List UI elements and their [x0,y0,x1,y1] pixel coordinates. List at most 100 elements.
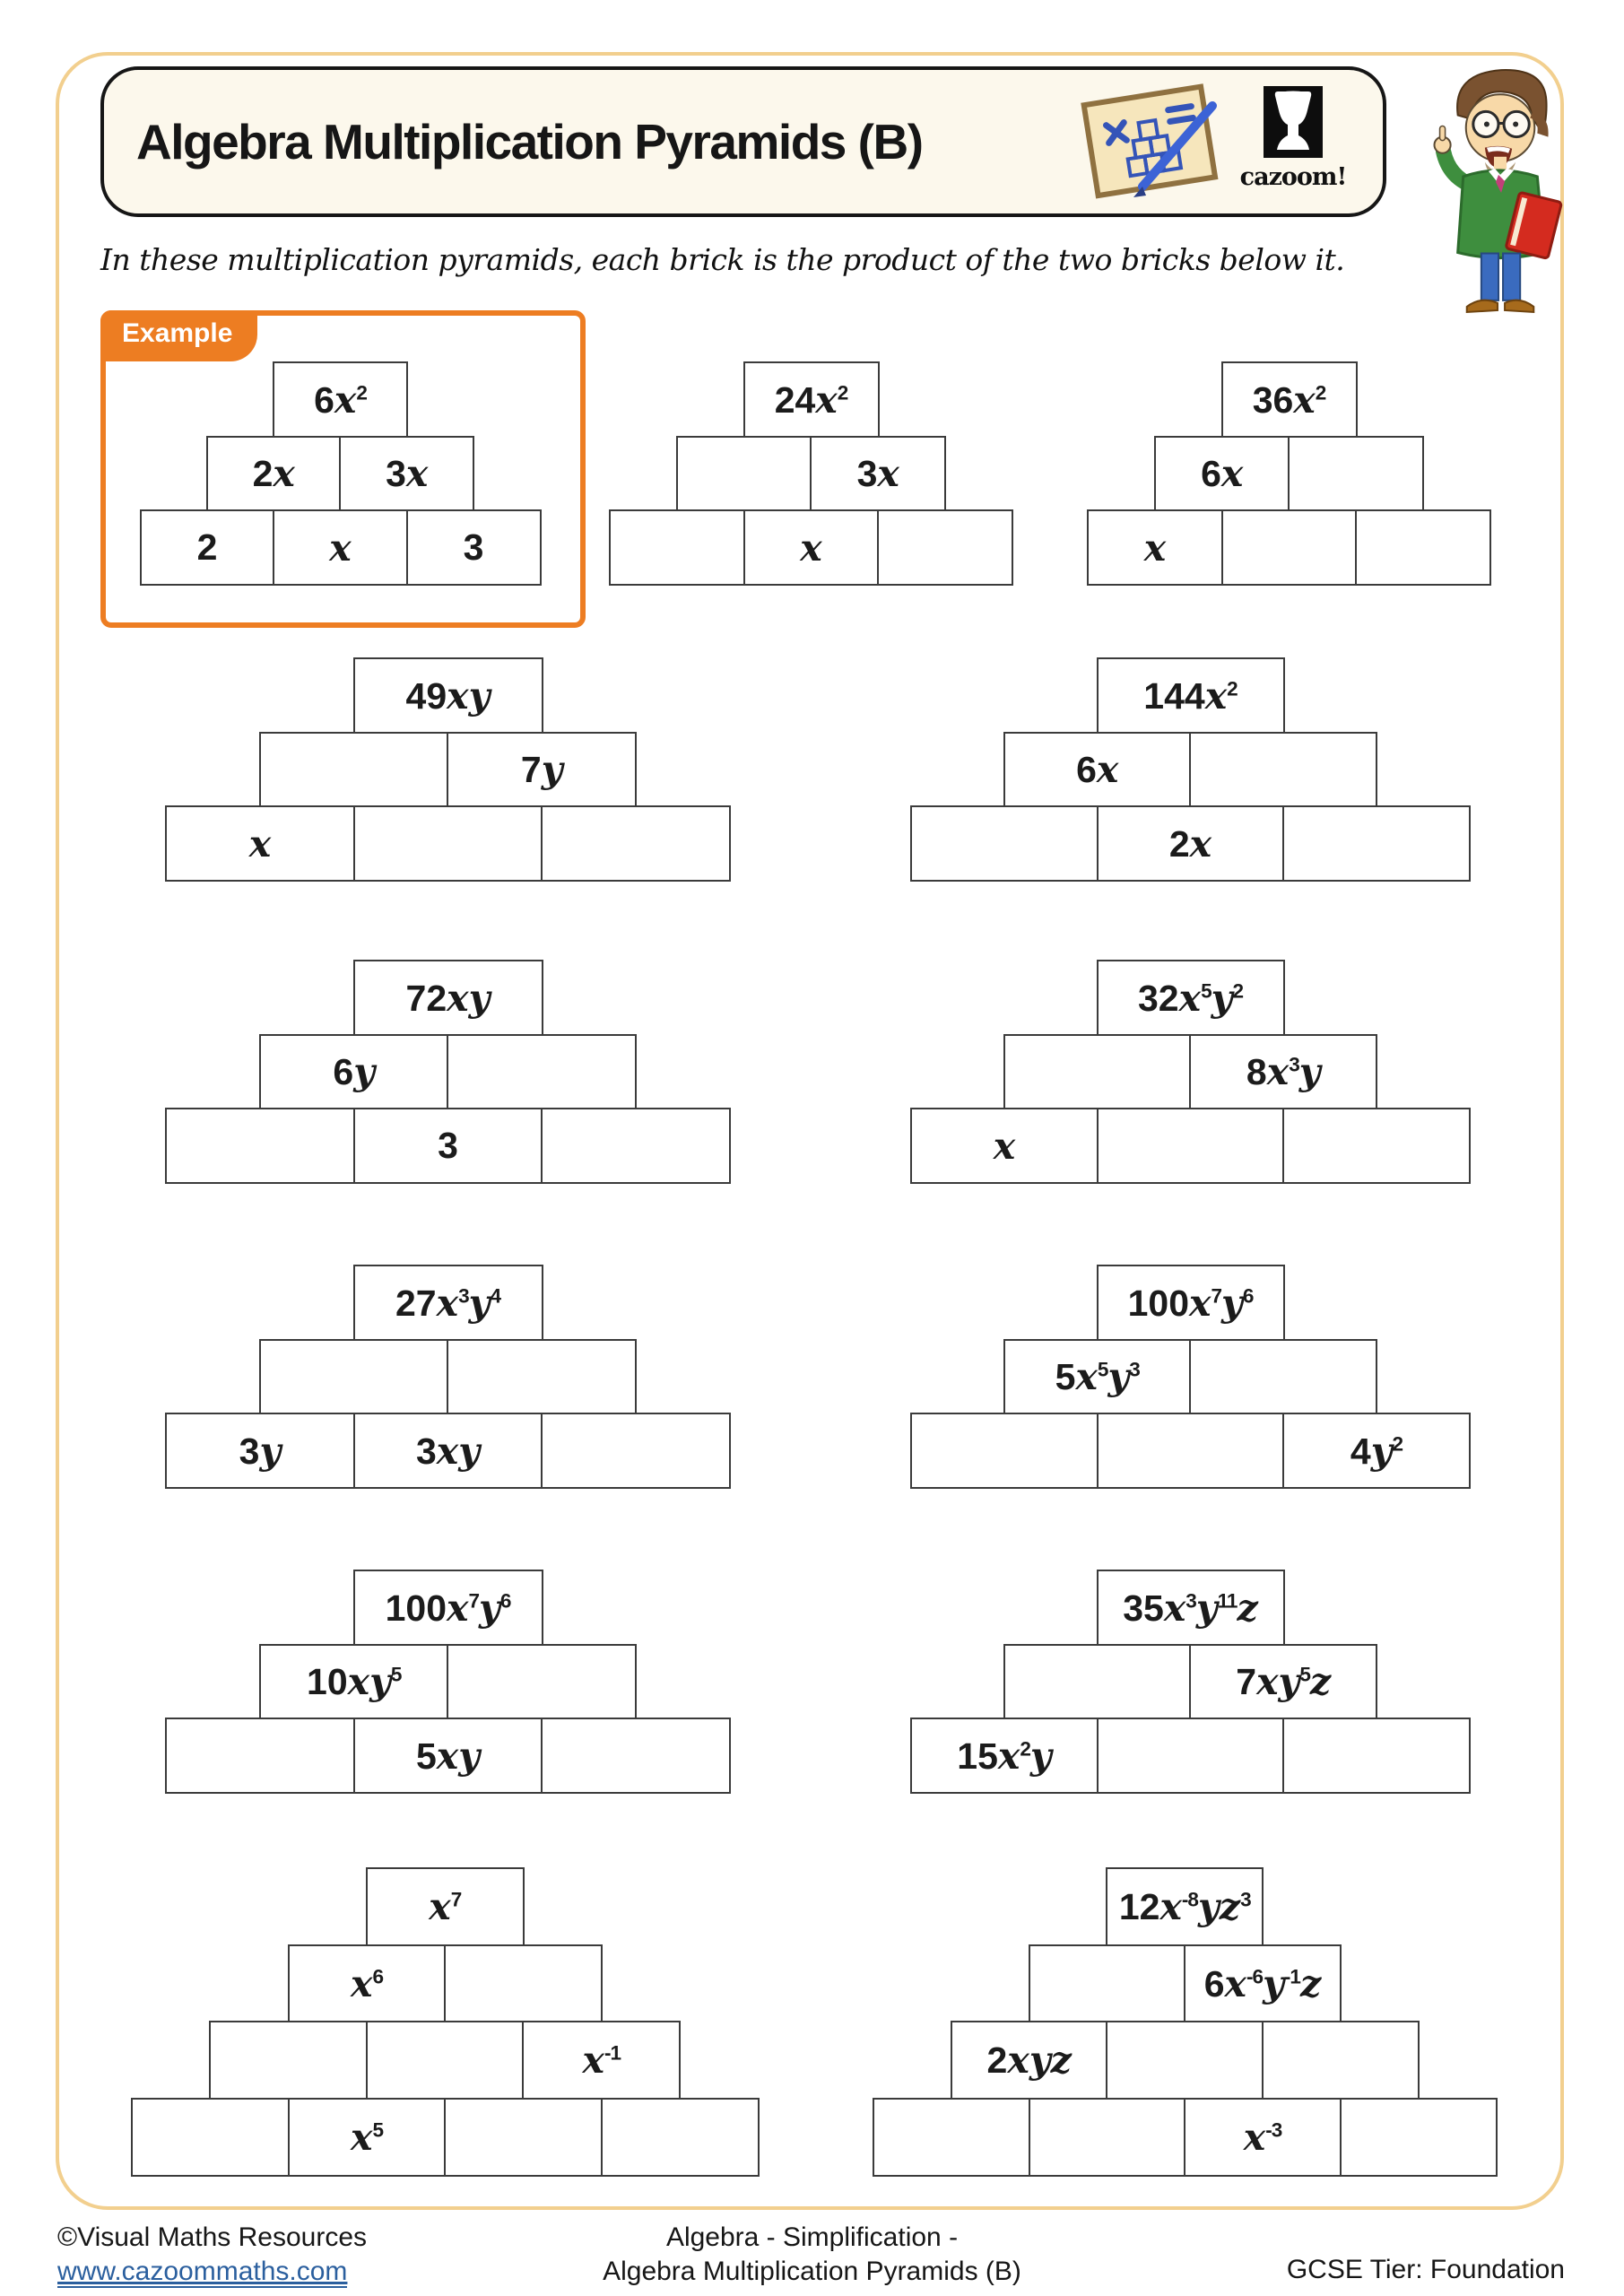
brick-value: 35x3y11z [1123,1586,1258,1630]
brick-value: 6x-6y-1z [1203,1961,1322,2005]
pyramid-q10-brick-r2c1 [1003,1643,1192,1720]
pyramid-q2-brick-r3c2 [1220,509,1358,586]
teacher-cartoon [1433,69,1563,314]
example-tab: Example [100,310,258,361]
pyramid-q5: 72xy 6y 3 [165,960,731,1184]
pyramid-q4-brick-r3c3 [1282,805,1471,882]
pyramid-row: 49xy [352,657,543,734]
pyramid-q11-brick-r1c1: x7 [365,1867,525,1946]
logo-wordmark: cazoom! [1239,163,1348,191]
pyramid-q8-brick-r3c2 [1096,1413,1285,1489]
pyramid-q1-brick-r1c1: 24x2 [743,361,880,438]
brick-value: x [800,526,822,570]
pyramid-q7-brick-r2c1 [258,1338,449,1415]
pyramid-q7-brick-r1c1: 27x3y4 [352,1265,543,1341]
pyramid-q9-brick-r2c2 [447,1643,638,1720]
brick-value: 6x [1076,748,1119,791]
footer-website-link[interactable]: www.cazoommaths.com [57,2257,348,2288]
pyramid-q12-brick-r2c1 [1028,1944,1186,2023]
brick-value: 3xy [415,1429,481,1473]
pyramid-row: 12x-8yz3 [1106,1867,1264,1946]
pyramid-example-brick-r3c3: 3 [405,509,542,586]
brick-value: x [329,526,352,570]
brick-value: 100x7y6 [1127,1281,1255,1325]
pyramid-row: x5 [131,2097,760,2177]
brick-value: 4y2 [1350,1429,1403,1473]
brick-value: 3 [438,1125,458,1166]
pyramid-q9-brick-r3c3 [541,1718,731,1794]
pyramid-q10-brick-r3c1: 15x2y [910,1718,1099,1794]
brick-value: 6x [1201,452,1244,495]
brick-value: x [248,822,272,865]
pyramid-q12-brick-r3c1: 2xyz [950,2021,1108,2100]
page-border [56,52,1564,2210]
pyramid-q3-brick-r3c1: x [165,805,355,882]
brick-value: 3 [463,526,484,568]
pyramid-q1-brick-r3c1 [609,509,745,586]
pyramid-row: 5x5y3 [1003,1338,1378,1415]
brick-value: 2 [196,526,218,568]
pyramid-q8-brick-r3c1 [910,1413,1099,1489]
math-note-icon [1081,83,1219,199]
brick-value: 7xy5z [1236,1660,1332,1703]
pyramid-q9-brick-r1c1: 100x7y6 [352,1570,543,1646]
pyramid-example-brick-r2c2: 3x [339,435,475,512]
brick-value: 7y [520,748,563,791]
instruction-text: In these multiplication pyramids, each b… [100,242,1345,277]
pyramid-q3-brick-r2c2: 7y [447,731,638,808]
pyramid-q3: 49xy 7y x [165,657,731,882]
brick-value: x-1 [582,2039,621,2082]
pyramid-row: 6y [258,1033,638,1110]
cazoom-vase-icon [1264,86,1323,158]
pyramid-q6-brick-r3c2 [1096,1108,1285,1184]
footer-topic-line2: Algebra Multiplication Pyramids (B) [603,2257,1021,2286]
pyramid-row: 24x2 [743,361,880,438]
pyramid-q10-brick-r3c2 [1096,1718,1285,1794]
pyramid-q11-brick-r4c1 [131,2097,290,2177]
footer-topic-line1: Algebra - Simplification - [665,2222,959,2252]
pyramid-q5-brick-r2c2 [447,1033,638,1110]
pyramid-row: 3 [165,1108,731,1184]
pyramid-row: 4y2 [910,1413,1471,1489]
pyramid-example-brick-r2c1: 2x [205,435,342,512]
brick-value: 32x5y2 [1138,976,1244,1020]
brick-value: 6y [333,1050,376,1093]
pyramid-q11-brick-r4c3 [444,2097,603,2177]
pyramid-q6-brick-r2c2: 8x3y [1189,1033,1378,1110]
brick-value: 10xy5 [307,1660,402,1703]
brick-value: 5x5y3 [1055,1355,1141,1398]
pyramid-q4-brick-r2c2 [1189,731,1378,808]
pyramid-row [258,1338,638,1415]
brick-value: 2xyz [986,2039,1072,2082]
cazoom-logo: cazoom! [1234,86,1352,191]
footer-topic: Algebra - Simplification - Algebra Multi… [0,2221,1624,2289]
pyramid-q11-brick-r4c2: x5 [287,2097,447,2177]
pyramid-q12-brick-r4c2 [1028,2097,1186,2177]
pyramid-q3-brick-r2c1 [258,731,449,808]
pyramid-row: 5xy [165,1718,731,1794]
pyramid-q10-brick-r2c2: 7xy5z [1189,1643,1378,1720]
pyramid-q4-brick-r3c2: 2x [1096,805,1285,882]
pyramid-q7-brick-r2c2 [447,1338,638,1415]
brick-value: x-3 [1243,2115,1283,2159]
pyramid-row: 32x5y2 [1096,960,1285,1036]
pyramid-q11-brick-r3c3: x-1 [522,2021,682,2100]
brick-value: 49xy [405,674,491,718]
pyramid-q5-brick-r2c1: 6y [258,1033,449,1110]
pyramid-row: 72xy [352,960,543,1036]
page-title: Algebra Multiplication Pyramids (B) [136,114,924,170]
brick-value: 5xy [415,1734,481,1778]
pyramid-q12-brick-r4c3: x-3 [1184,2097,1342,2177]
brick-value: x7 [429,1885,462,1928]
pyramid-q4: 144x2 6x 2x [910,657,1471,882]
pyramid-q9-brick-r3c1 [165,1718,355,1794]
pyramid-q4-brick-r1c1: 144x2 [1096,657,1285,734]
pyramid-q3-brick-r3c3 [541,805,731,882]
pyramid-q2-brick-r1c1: 36x2 [1220,361,1358,438]
pyramid-q3-brick-r1c1: 49xy [352,657,543,734]
